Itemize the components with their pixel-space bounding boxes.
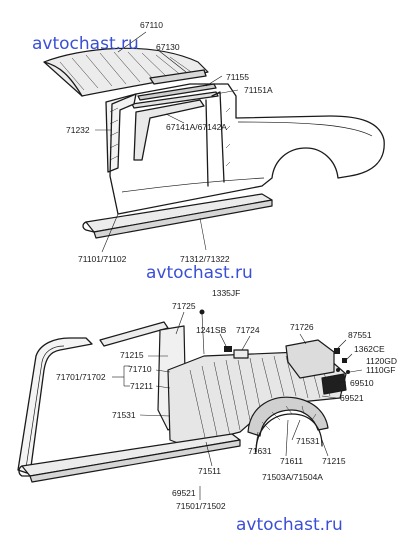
label-71631: 71631 — [248, 446, 272, 456]
roof-side-rail — [133, 99, 205, 161]
watermark-top: avtochast.ru — [32, 34, 139, 54]
label-71724: 71724 — [236, 325, 260, 335]
label-71211: 71211 — [130, 381, 153, 391]
label-1241sb: 1241SB — [196, 325, 227, 335]
label-71151a: 71151A — [244, 85, 273, 95]
label-69510: 69510 — [350, 378, 374, 388]
roof-panel — [43, 47, 209, 97]
label-71710: 71710 — [128, 364, 152, 374]
label-1110gf: 1110GF — [366, 365, 395, 375]
wheelhouse-extension — [285, 339, 335, 379]
label-69521-side: 69521 — [340, 393, 364, 403]
roof-rail-inner — [99, 321, 169, 347]
label-1335jf: 1335JF — [212, 288, 240, 298]
side-outer-panel — [109, 83, 385, 215]
label-71215-lower: 71215 — [322, 456, 346, 466]
upper-leader-lines — [95, 31, 239, 253]
screw-1110gf — [346, 370, 350, 374]
upper-assembly: 67110 67130 71155 71151A 71232 67141A/67… — [43, 20, 385, 264]
label-71511: 71511 — [198, 466, 221, 476]
nut-1362ce — [342, 358, 347, 363]
bracket-71724 — [233, 349, 249, 359]
lamp-housing — [321, 373, 347, 395]
roof-rail-front — [149, 69, 207, 85]
label-71155: 71155 — [226, 72, 249, 82]
fasteners — [199, 309, 350, 374]
label-71232: 71232 — [66, 125, 90, 135]
wheelhouse — [247, 396, 329, 453]
drip-moulding-a — [131, 91, 219, 109]
watermarks: avtochast.ru avtochast.ru avtochast.ru — [32, 34, 343, 535]
label-71503a-71504a: 71503A/71504A — [262, 472, 323, 482]
label-71501-71502: 71501/71502 — [176, 501, 226, 511]
drip-moulding — [137, 83, 217, 101]
watermark-middle: avtochast.ru — [146, 263, 253, 283]
side-sill — [82, 193, 273, 239]
label-67110: 67110 — [140, 20, 163, 30]
label-1120gd: 1120GD — [366, 356, 397, 366]
lower-part-labels: 71725 1335JF 1241SB 71724 71726 87551 13… — [56, 288, 397, 511]
label-71531-left: 71531 — [112, 410, 136, 420]
label-71531-right: 71531 — [296, 436, 320, 446]
pillar-inner — [17, 337, 93, 475]
label-87551: 87551 — [348, 330, 372, 340]
label-71726: 71726 — [290, 322, 314, 332]
clip-87551 — [334, 348, 340, 354]
label-71215-upper: 71215 — [120, 350, 144, 360]
upper-part-labels: 67110 67130 71155 71151A 71232 67141A/67… — [66, 20, 273, 264]
label-69521-bottom: 69521 — [172, 488, 196, 498]
label-71312-71322: 71312/71322 — [180, 254, 230, 264]
label-71101-71102: 71101/71102 — [78, 254, 127, 264]
lower-assembly: 71725 1335JF 1241SB 71724 71726 87551 13… — [17, 288, 397, 511]
label-1362ce: 1362CE — [354, 344, 385, 354]
label-71611: 71611 — [280, 456, 303, 466]
grommet-1241sb — [224, 346, 232, 352]
watermark-bottom: avtochast.ru — [236, 515, 343, 535]
lower-sill — [18, 433, 241, 483]
label-67141a-67142a: 67141A/67142A — [166, 122, 227, 132]
label-67130: 67130 — [156, 42, 180, 52]
label-71701-71702: 71701/71702 — [56, 372, 106, 382]
lower-leader-lines — [112, 311, 363, 500]
label-71725: 71725 — [172, 301, 196, 311]
screw-1120gd — [336, 368, 340, 372]
bolt-1335jf — [199, 309, 205, 315]
